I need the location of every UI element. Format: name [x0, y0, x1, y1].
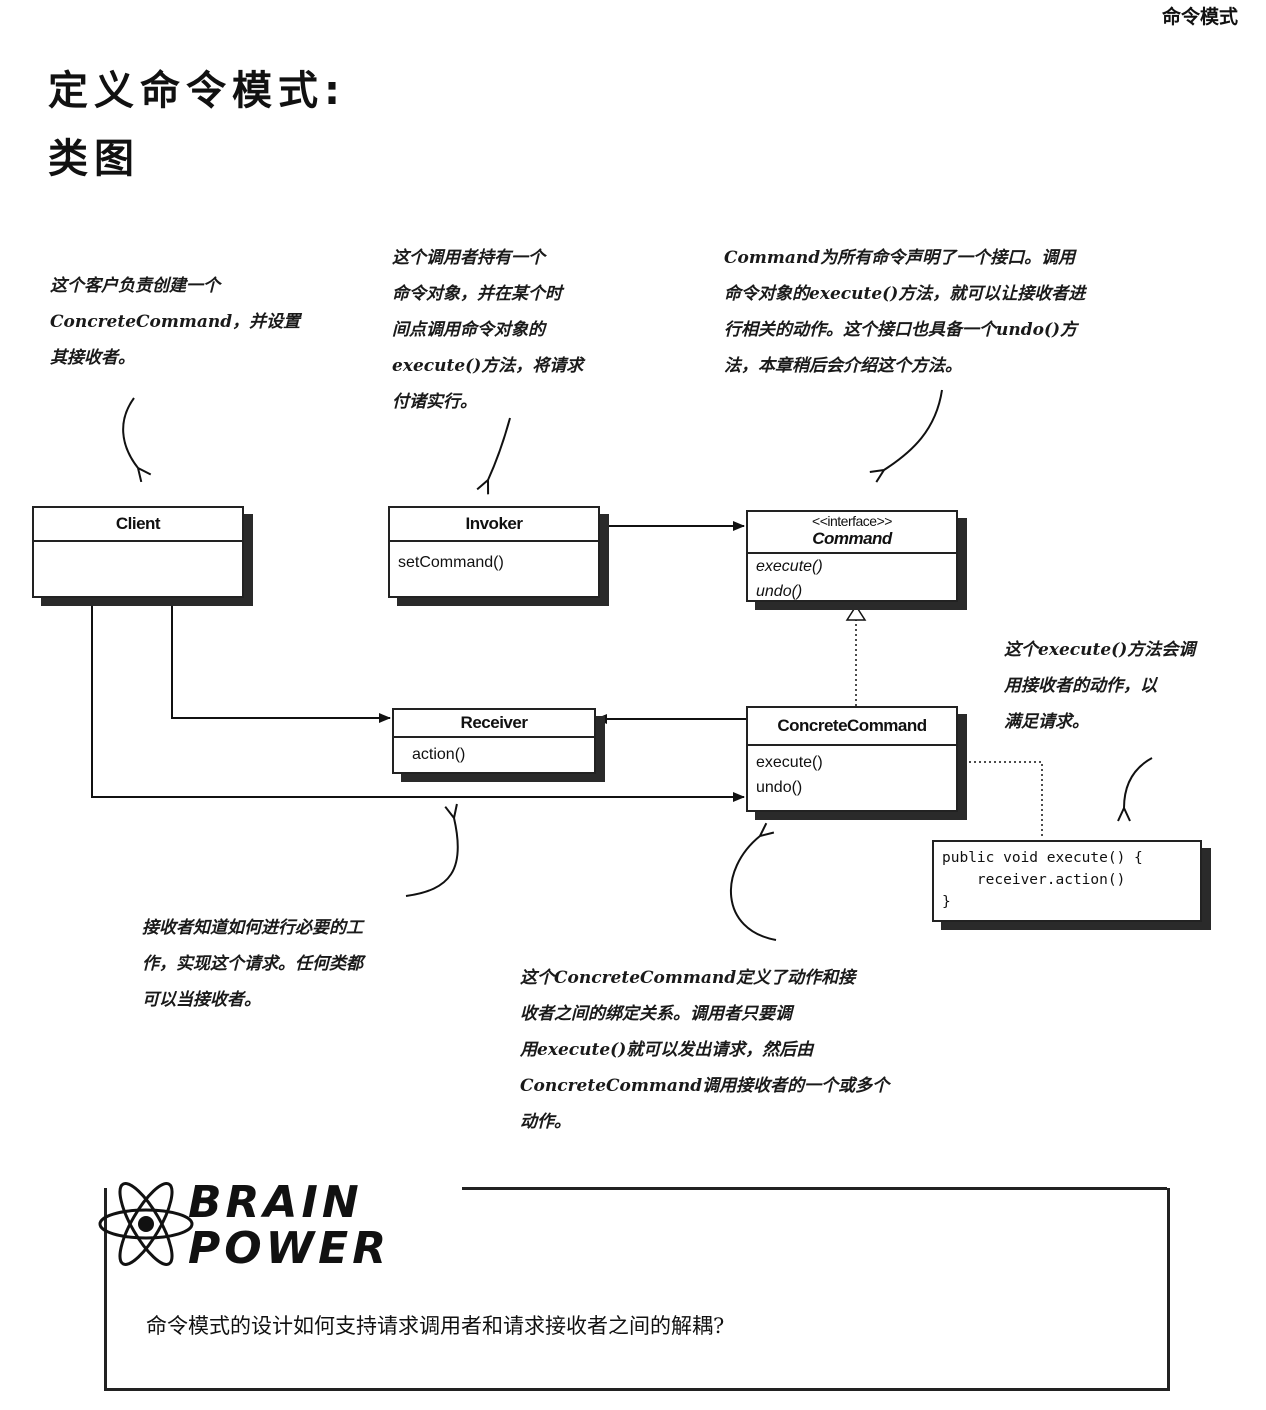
brain-power-top-rule: [462, 1187, 1167, 1190]
note-concrete-line: 动作。: [520, 1112, 571, 1132]
note-client-line: 其接收者。: [50, 348, 135, 368]
realization-arrowhead: [845, 604, 867, 621]
note-command-line: 法，本章稍后会介绍这个方法。: [724, 356, 962, 376]
client-receiver-association: [171, 606, 391, 723]
note-invoker-line: 这个调用者持有一个: [392, 248, 545, 268]
class-command: <<interface>> Command execute() undo(): [746, 510, 958, 602]
class-concrete-command: ConcreteCommand execute() undo(): [746, 706, 958, 812]
class-command-method: undo(): [756, 583, 803, 600]
brain-power-logo-line1: BRAIN: [188, 1177, 363, 1228]
class-client: Client: [32, 506, 244, 598]
class-client-name: Client: [34, 508, 242, 542]
atom-icon: [98, 1182, 194, 1266]
running-head: 命令模式: [1161, 6, 1238, 28]
note-invoker-line: 命令对象，并在某个时: [392, 284, 562, 304]
note-command-line: 行相关的动作。这个接口也具备一个undo()方: [724, 320, 1078, 340]
page-title: 定义命令模式:: [48, 68, 346, 114]
class-concrete-command-method: undo(): [756, 779, 803, 796]
note-concrete: 这个ConcreteCommand定义了动作和接 收者之间的绑定关系。调用者只要…: [520, 960, 960, 1140]
code-snippet: public void execute() { receiver.action(…: [932, 840, 1202, 922]
command-note-arrow: [869, 389, 943, 483]
note-invoker: 这个调用者持有一个 命令对象，并在某个时 间点调用命令对象的 execute()…: [392, 240, 652, 420]
receiver-note-arrow: [405, 803, 459, 897]
client-note-arrow: [122, 397, 152, 483]
class-receiver: Receiver action(): [392, 708, 596, 774]
class-concrete-command-method: execute(): [756, 754, 823, 771]
note-invoker-line: execute()方法，将请求: [392, 356, 584, 376]
brain-power-logo-line2: POWER: [188, 1223, 391, 1274]
note-receiver-line: 接收者知道如何进行必要的工: [142, 918, 363, 938]
brain-power-box: [104, 1188, 1170, 1391]
class-command-method: execute(): [756, 558, 823, 575]
note-invoker-line: 付诸实行。: [392, 392, 477, 412]
note-command-line: 命令对象的execute()方法，就可以让接收者进: [724, 284, 1086, 304]
brain-power-logo: BRAIN POWER: [92, 1180, 390, 1272]
brain-power-question: 命令模式的设计如何支持请求调用者和请求接收者之间的解耦?: [146, 1314, 725, 1338]
class-command-stereotype: <<interface>>: [812, 513, 892, 529]
note-client-line: 这个客户负责创建一个: [50, 276, 220, 296]
note-invoker-line: 间点调用命令对象的: [392, 320, 545, 340]
note-client-line: ConcreteCommand，并设置: [50, 312, 301, 332]
class-command-header: <<interface>> Command: [748, 512, 956, 554]
class-concrete-command-name: ConcreteCommand: [748, 708, 956, 746]
class-receiver-name: Receiver: [394, 710, 594, 738]
execute-note-arrow: [1117, 757, 1153, 822]
note-receiver: 接收者知道如何进行必要的工 作，实现这个请求。任何类都 可以当接收者。: [142, 910, 462, 1018]
invoker-note-arrow: [476, 417, 511, 495]
note-command-line: Command为所有命令声明了一个接口。调用: [724, 248, 1076, 268]
note-concrete-line: 用execute()就可以发出请求，然后由: [520, 1040, 814, 1060]
note-concrete-line: ConcreteCommand调用接收者的一个或多个: [520, 1076, 890, 1096]
code-line: receiver.action(): [942, 872, 1126, 888]
note-execute-line: 满足请求。: [1004, 712, 1089, 732]
note-concrete-line: 这个ConcreteCommand定义了动作和接: [520, 968, 856, 988]
note-execute-line: 用接收者的动作，以: [1004, 676, 1157, 696]
note-client: 这个客户负责创建一个 ConcreteCommand，并设置 其接收者。: [50, 268, 330, 376]
class-invoker: Invoker setCommand(): [388, 506, 600, 598]
concrete-note-arrow: [730, 822, 777, 941]
note-execute: 这个execute()方法会调 用接收者的动作，以 满足请求。: [1004, 632, 1244, 740]
note-receiver-line: 作，实现这个请求。任何类都: [142, 954, 363, 974]
note-receiver-line: 可以当接收者。: [142, 990, 261, 1010]
note-command: Command为所有命令声明了一个接口。调用 命令对象的execute()方法，…: [724, 240, 1184, 384]
client-concrete-association: [91, 606, 745, 802]
note-execute-line: 这个execute()方法会调: [1004, 640, 1196, 660]
code-line: }: [942, 894, 951, 910]
class-command-name: Command: [812, 529, 892, 548]
class-invoker-name: Invoker: [390, 508, 598, 542]
note-concrete-line: 收者之间的绑定关系。调用者只要调: [520, 1004, 792, 1024]
page-subtitle: 类图: [48, 136, 140, 182]
class-invoker-method: setCommand(): [398, 554, 504, 571]
class-receiver-method: action(): [412, 746, 466, 763]
code-line: public void execute() {: [942, 850, 1143, 866]
